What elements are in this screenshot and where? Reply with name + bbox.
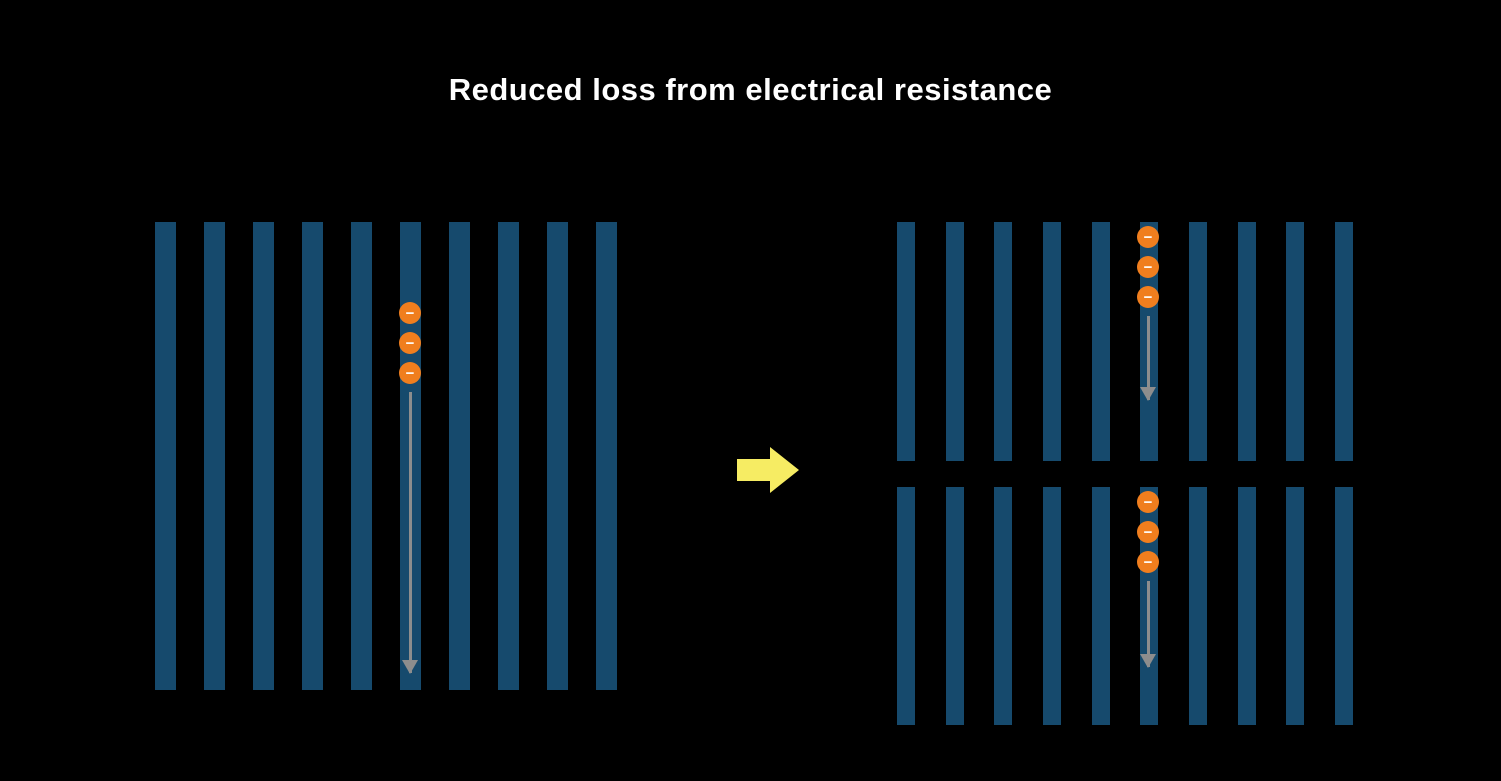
cell-bar (897, 487, 915, 725)
cell-bar (155, 222, 176, 690)
cell-bar (994, 222, 1013, 461)
cell-bar (945, 222, 964, 461)
electron-icon: − (1137, 226, 1159, 248)
current-flow-arrow (408, 392, 412, 673)
cell-bar (1091, 487, 1110, 725)
electron-stack: − − − (1137, 226, 1159, 308)
cell-bar (1334, 487, 1353, 725)
cell-bar (547, 222, 568, 690)
cell-bar (1091, 222, 1110, 461)
transform-arrow-icon (737, 447, 799, 493)
cell-bar (1237, 487, 1256, 725)
cell-bar (596, 222, 617, 690)
cell-bar (498, 222, 519, 690)
electron-flow-half-top: − − − (1137, 226, 1159, 400)
half-cell-top-grid (897, 222, 1353, 461)
electron-stack: − − − (1137, 491, 1159, 573)
cell-bar (897, 222, 915, 461)
full-cell-grid (155, 222, 617, 690)
electron-icon: − (1137, 521, 1159, 543)
cell-bar (1188, 222, 1207, 461)
electron-icon: − (1137, 286, 1159, 308)
cell-bar (1334, 222, 1353, 461)
cell-bar (1286, 222, 1305, 461)
cell-bar (351, 222, 372, 690)
cell-bar (449, 222, 470, 690)
electron-flow-full-cell: − − − (399, 302, 421, 673)
electron-stack: − − − (399, 302, 421, 384)
cell-bar (204, 222, 225, 690)
cell-bar (1237, 222, 1256, 461)
cell-bar (945, 487, 964, 725)
electron-icon: − (399, 362, 421, 384)
electron-icon: − (1137, 491, 1159, 513)
cell-bar (1042, 222, 1061, 461)
cell-bar (302, 222, 323, 690)
electron-icon: − (1137, 551, 1159, 573)
electron-icon: − (1137, 256, 1159, 278)
electron-flow-half-bottom: − − − (1137, 491, 1159, 667)
electron-icon: − (399, 332, 421, 354)
current-flow-arrow (1146, 316, 1150, 400)
cell-bar (1042, 487, 1061, 725)
cell-bar (1286, 487, 1305, 725)
current-flow-arrow (1146, 581, 1150, 667)
electron-icon: − (399, 302, 421, 324)
half-cell-bottom-grid (897, 487, 1353, 725)
cell-bar (994, 487, 1013, 725)
cell-bar (253, 222, 274, 690)
cell-bar (1188, 487, 1207, 725)
diagram-title: Reduced loss from electrical resistance (448, 72, 1053, 107)
